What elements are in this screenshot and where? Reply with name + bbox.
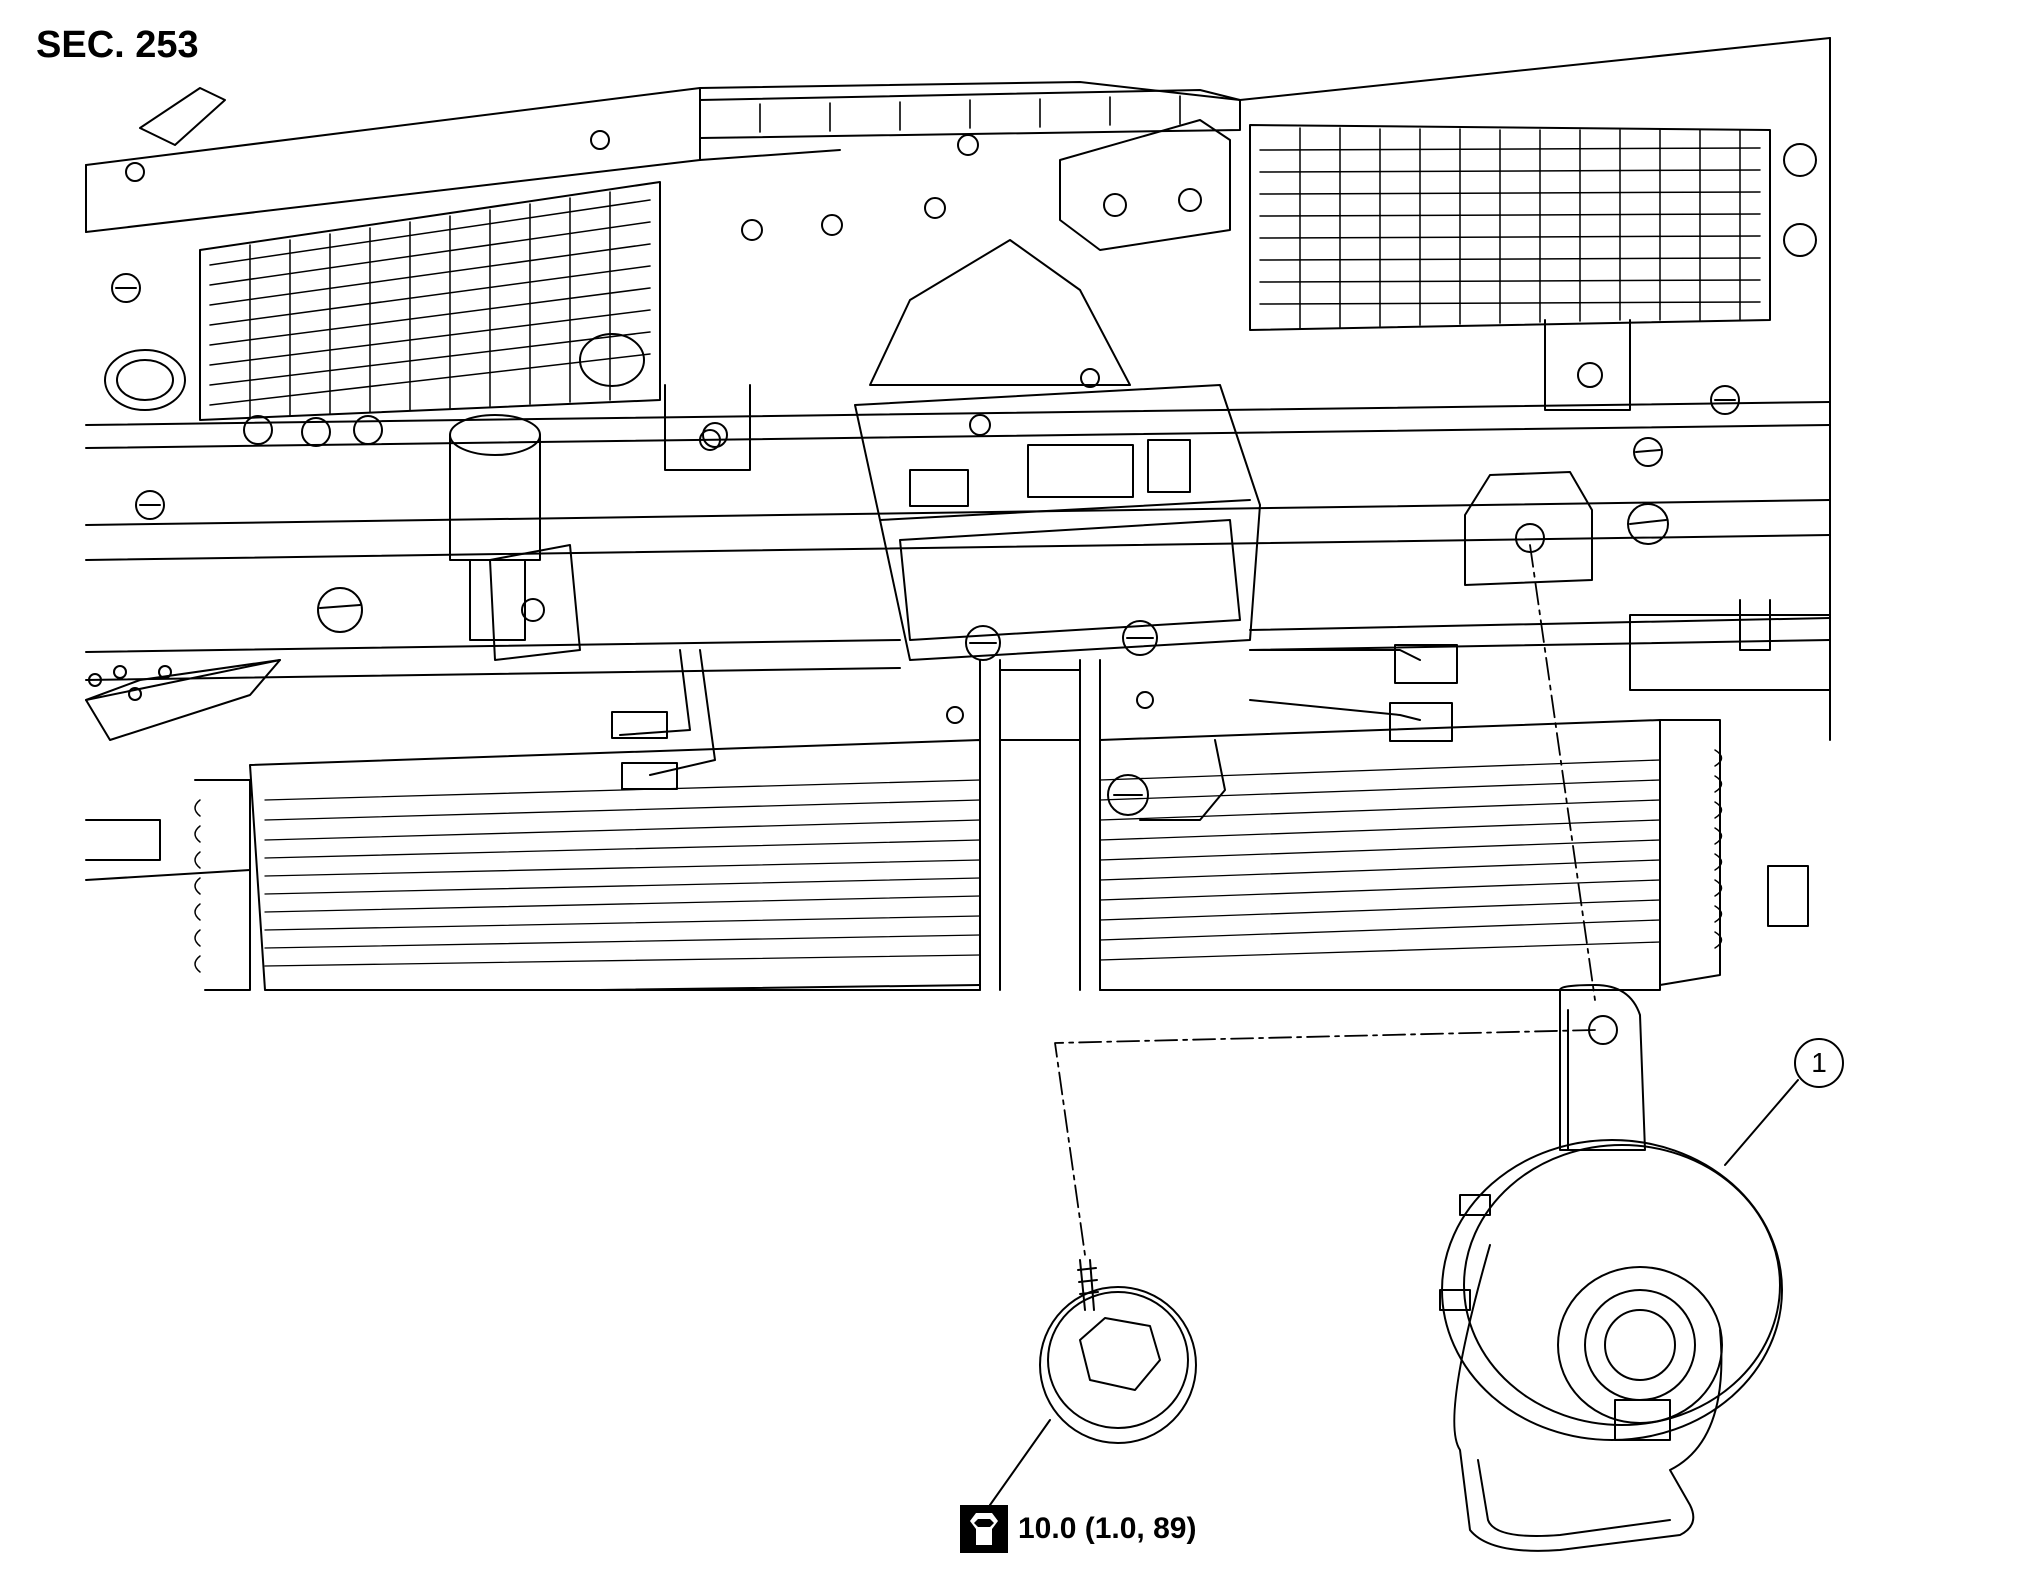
- bolt-icon: [1711, 386, 1739, 414]
- latch-bolt-icon: [966, 626, 1000, 660]
- installation-guide-lines: [1055, 545, 1595, 1255]
- latch-bolt-icon: [1123, 621, 1157, 655]
- slotted-screw-icon: [1634, 438, 1662, 466]
- radiator-core-support: [86, 38, 1830, 880]
- bolt-icon: [1108, 775, 1148, 815]
- radiator-core: [195, 720, 1722, 990]
- horn-mount-tab: [1465, 472, 1592, 585]
- slotted-screw-icon: [1628, 504, 1668, 544]
- torque-wrench-icon: [960, 1505, 1008, 1553]
- right-side-components: [703, 144, 1830, 926]
- section-label: SEC. 253: [36, 24, 199, 66]
- torque-value: 10.0 (1.0, 89): [1018, 1512, 1197, 1545]
- bolt-icon: [136, 491, 164, 519]
- right-grille-mesh: [1250, 125, 1770, 330]
- slotted-screw-icon: [318, 588, 362, 632]
- bolt-icon: [703, 423, 727, 447]
- horn-mounting-bolt: [990, 1260, 1196, 1505]
- horn: [1440, 985, 1798, 1551]
- callout-horn: 1: [1794, 1038, 1844, 1088]
- bolt-icon: [1578, 363, 1602, 387]
- left-side-components: [86, 131, 978, 789]
- hood-latch-assembly: [855, 120, 1260, 990]
- callout-number: 1: [1811, 1047, 1827, 1078]
- bolt-icon: [700, 430, 720, 450]
- bolt-icon: [112, 274, 140, 302]
- left-grille-mesh: [200, 182, 660, 420]
- torque-spec: 10.0 (1.0, 89): [960, 1505, 1196, 1553]
